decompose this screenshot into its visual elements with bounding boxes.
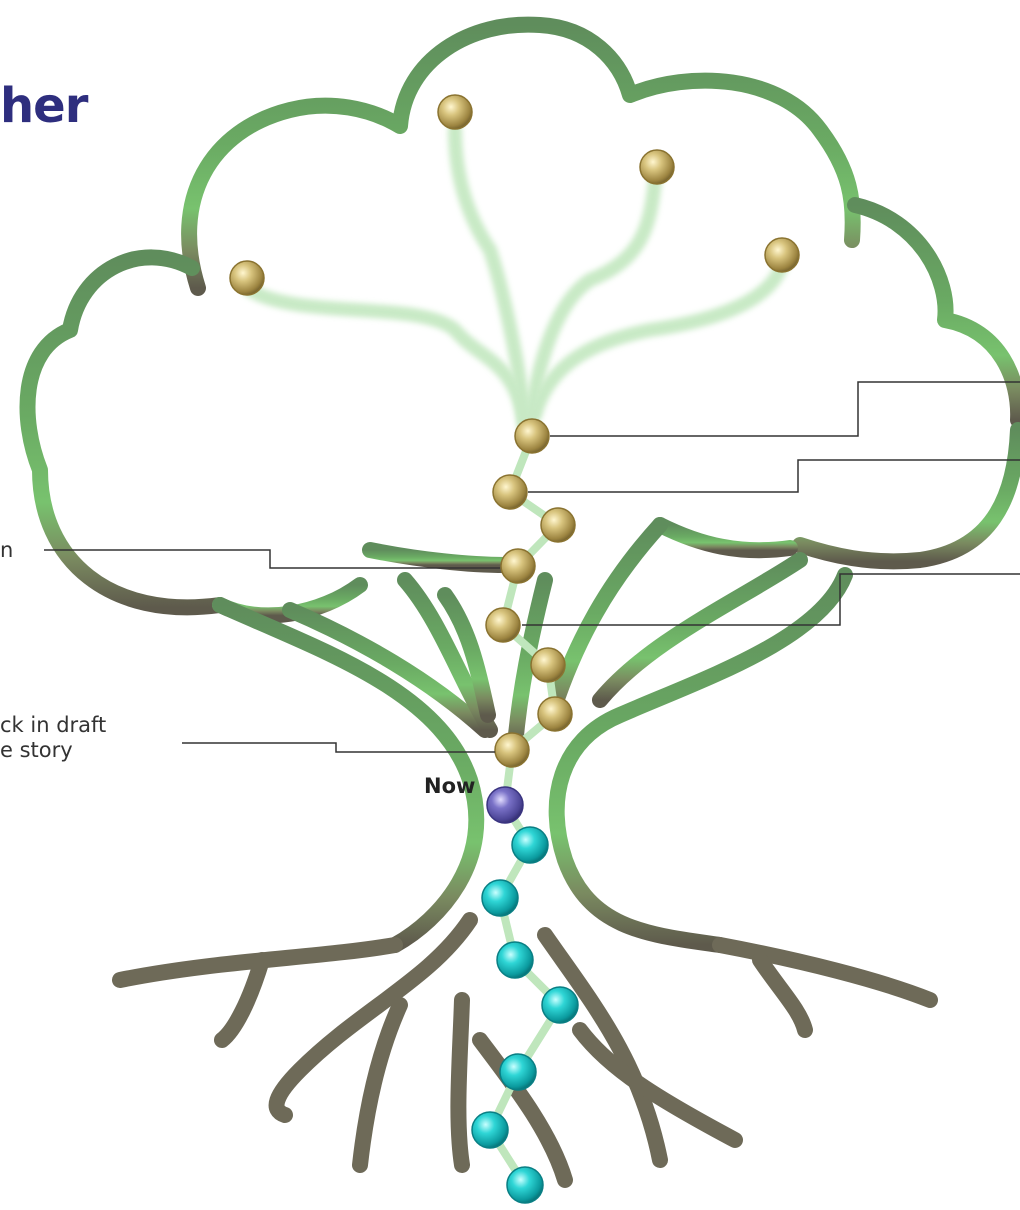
- future-node: [497, 942, 533, 978]
- past-node: [486, 608, 520, 642]
- past-node: [501, 549, 535, 583]
- past-node: [495, 733, 529, 767]
- label-left-low-line2: e story: [0, 738, 73, 763]
- branch-glow: [250, 130, 782, 425]
- now-node: [487, 787, 523, 823]
- past-node: [541, 508, 575, 542]
- future-node: [500, 1054, 536, 1090]
- future-node: [512, 827, 548, 863]
- leader-line-right-1: [550, 382, 1020, 436]
- past-node: [538, 697, 572, 731]
- past-node: [640, 150, 674, 184]
- past-node: [765, 238, 799, 272]
- label-left-low-line1: ck in draft: [0, 713, 106, 738]
- leader-line-right-2: [528, 460, 1020, 492]
- past-nodes: [230, 95, 799, 767]
- future-node: [542, 987, 578, 1023]
- page-title: her: [0, 78, 87, 134]
- future-nodes: [472, 827, 578, 1203]
- now-label: Now: [424, 774, 475, 798]
- tree-canopy: [28, 25, 1019, 616]
- label-left-mid: n: [0, 538, 13, 563]
- past-node: [493, 475, 527, 509]
- future-node: [482, 880, 518, 916]
- future-node: [472, 1112, 508, 1148]
- past-node: [515, 419, 549, 453]
- past-node: [230, 261, 264, 295]
- past-node: [438, 95, 472, 129]
- future-node: [507, 1167, 543, 1203]
- past-node: [531, 648, 565, 682]
